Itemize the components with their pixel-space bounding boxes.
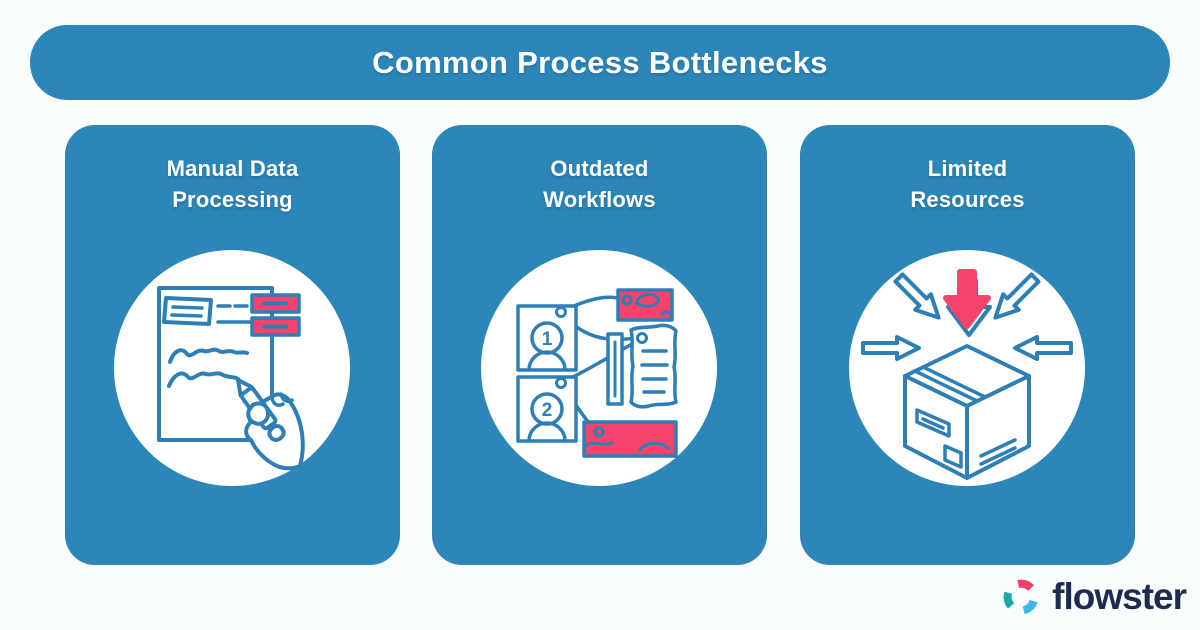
brand-name: flowster: [1052, 576, 1187, 617]
icon-circle: [114, 250, 350, 486]
manual-data-processing-icon: [157, 286, 305, 471]
card-outdated-workflows: Outdated Workflows 1 2: [432, 125, 767, 565]
page-title: Common Process Bottlenecks: [372, 44, 828, 80]
card-manual-data-processing: Manual Data Processing: [65, 125, 400, 565]
svg-text:1: 1: [542, 329, 553, 350]
outdated-workflows-icon: 1 2: [516, 288, 678, 458]
icon-circle: [849, 250, 1085, 486]
card-limited-resources: Limited Resources: [800, 125, 1135, 565]
limited-resources-icon: [861, 269, 1073, 480]
card-title: Manual Data Processing: [166, 156, 299, 212]
card-title: Outdated Workflows: [543, 156, 656, 212]
header-banner: Common Process Bottlenecks: [30, 25, 1170, 100]
svg-text:2: 2: [542, 400, 553, 421]
card-title: Limited Resources: [910, 156, 1025, 212]
flowster-logo-icon: [1003, 579, 1038, 615]
icon-circle: 1 2: [481, 250, 717, 486]
brand-lockup: flowster: [999, 573, 1187, 621]
